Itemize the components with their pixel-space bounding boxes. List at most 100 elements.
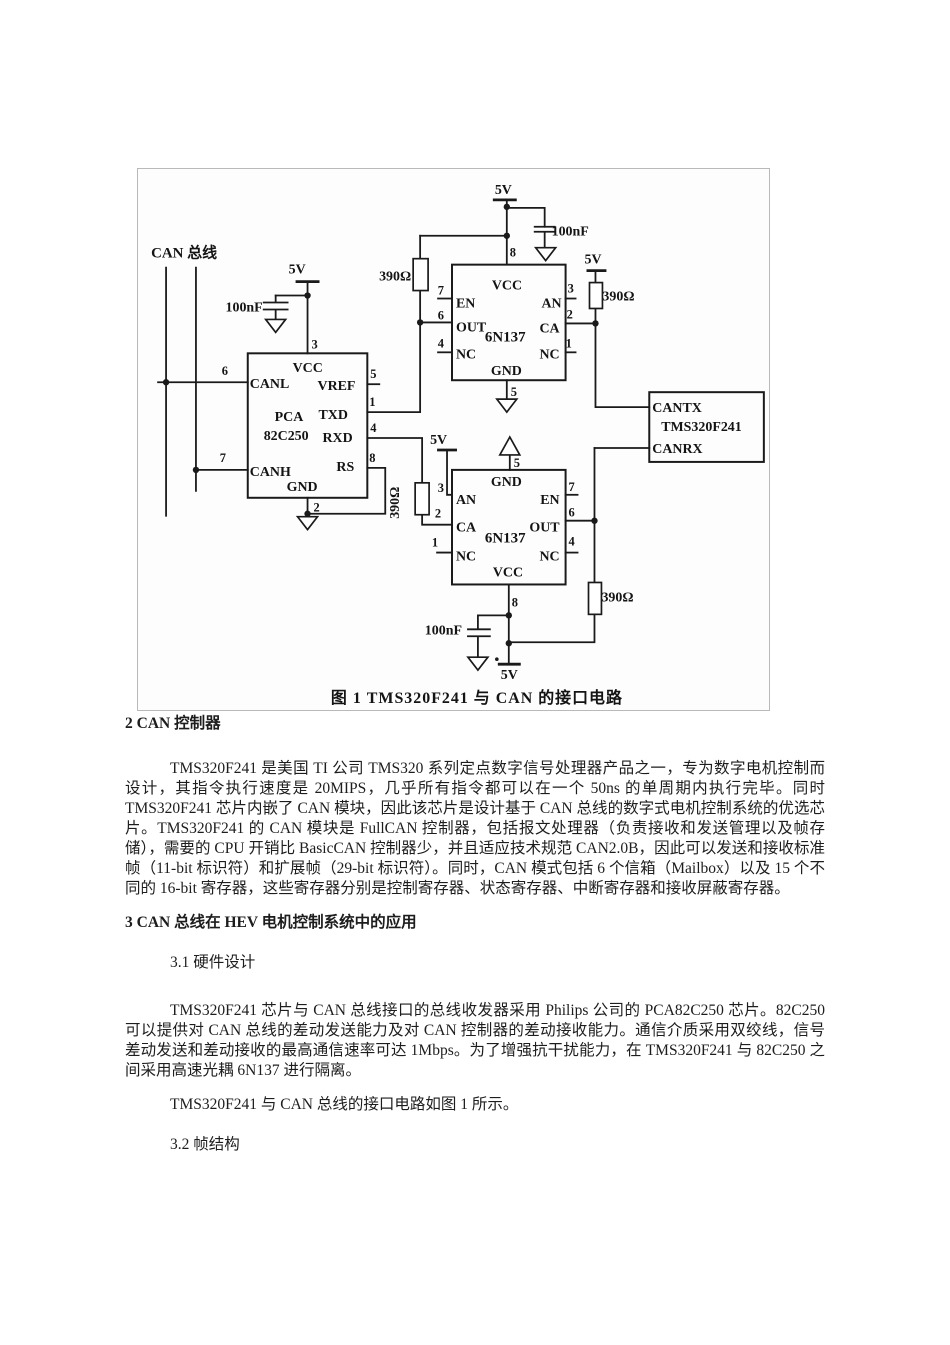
cap-value: 100nF [552, 225, 589, 240]
pin-label: VCC [493, 565, 523, 580]
junction-dots [162, 203, 599, 661]
pin-number: 2 [314, 501, 320, 515]
pin-label: VCC [293, 361, 323, 376]
pin-label: CANTX [652, 401, 702, 416]
pin-label: CANL [250, 377, 290, 392]
res-value: 390Ω [602, 290, 634, 305]
pin-label: TXD [318, 408, 347, 423]
pin-number: 7 [438, 284, 444, 298]
pin-number: 7 [569, 480, 575, 494]
pin-number: 5 [514, 456, 520, 470]
pin-number: 5 [370, 367, 376, 381]
subsection-heading-3-2: 3.2 帧结构 [170, 1136, 240, 1153]
pin-number: 6 [569, 506, 575, 520]
cap-value: 100nF [425, 623, 462, 638]
supply-label: 5V [495, 183, 512, 198]
pin-number: 5 [511, 385, 517, 399]
section-heading-3: 3 CAN 总线在 HEV 电机控制系统中的应用 [125, 914, 417, 931]
figure-caption: 图 1 TMS320F241 与 CAN 的接口电路 [331, 688, 623, 707]
opto-top-labels: VCC EN OUT NC 6N137 AN CA NC GND 8 7 6 4… [438, 246, 574, 399]
pin-number: 4 [370, 421, 376, 435]
pin-label: NC [456, 347, 476, 362]
capacitor-100nF-top [533, 225, 556, 249]
ground-icon [495, 398, 519, 414]
pin-label: NC [539, 550, 559, 565]
pin-label: CA [539, 321, 559, 336]
opto-bottom-labels: GND AN CA NC 6N137 EN OUT NC VCC 5 3 2 1… [432, 456, 575, 609]
pin-number: 3 [438, 481, 444, 495]
figure-1-schematic: CAN 总线 5V 5V 5V 5V 5V 100nF 100nF 100nF … [137, 168, 770, 711]
pin-label: GND [491, 475, 522, 490]
pin-label: OUT [529, 521, 560, 536]
pin-number: 6 [222, 364, 228, 378]
chip-name: TMS320F241 [661, 420, 742, 435]
res-value: 390Ω [601, 590, 633, 605]
pin-label: GND [491, 364, 522, 379]
resistor-390-top-left [412, 257, 429, 292]
resistor-390-bottom-left [414, 481, 430, 516]
chip-name: 6N137 [485, 531, 526, 547]
circuit-schematic: CAN 总线 5V 5V 5V 5V 5V 100nF 100nF 100nF … [151, 183, 765, 707]
pin-label: GND [287, 480, 318, 495]
pin-label: VREF [318, 379, 356, 394]
res-value: 390Ω [388, 487, 403, 519]
capacitor-100nF-left [262, 294, 289, 321]
value-labels: 5V 5V 5V 5V 5V 100nF 100nF 100nF 390Ω 39… [226, 183, 635, 683]
supply-label: 5V [289, 263, 306, 278]
chip-name: PCA [275, 410, 304, 425]
supply-label: 5V [501, 668, 518, 683]
paragraph-hardware-design: TMS320F241 芯片与 CAN 总线接口的总线收发器采用 Philips … [125, 1002, 825, 1079]
pin-number: 4 [438, 336, 444, 350]
pin-number: 6 [438, 308, 444, 322]
pin-label: EN [456, 296, 475, 311]
pca82c250-labels: VCC CANL VREF PCA TXD 82C250 RXD CANH RS… [220, 337, 377, 514]
ground-icon [466, 656, 490, 672]
pin-label: RXD [322, 431, 352, 446]
paragraph-can-controller: TMS320F241 是美国 TI 公司 TMS320 系列定点数字信号处理器产… [125, 760, 825, 897]
paragraph-figure-reference: TMS320F241 与 CAN 总线的接口电路如图 1 所示。 [170, 1096, 519, 1113]
pin-number: 3 [568, 282, 574, 296]
res-value: 390Ω [379, 270, 411, 285]
capacitor-100nF-bottom [467, 614, 491, 659]
chip-6n137-top [451, 263, 567, 382]
pin-number: 3 [312, 337, 318, 351]
supply-label: 5V [585, 253, 602, 268]
pin-number: 2 [435, 507, 441, 521]
pin-label: AN [456, 493, 476, 508]
dsp-labels: CANTX TMS320F241 CANRX [652, 401, 742, 457]
ground-icon [533, 246, 558, 263]
wires [157, 198, 651, 666]
section-heading-2: 2 CAN 控制器 [125, 715, 221, 732]
pin-number: 8 [510, 246, 516, 260]
pin-label: AN [541, 296, 561, 311]
pin-label: NC [539, 347, 559, 362]
pin-label: VCC [492, 279, 522, 294]
pin-number: 4 [569, 535, 575, 549]
pin-label: CANH [250, 465, 291, 480]
pin-number: 2 [567, 307, 573, 321]
ground-symbols [263, 246, 558, 672]
resistor-390-bottom-right [587, 581, 603, 616]
pin-label: OUT [456, 320, 487, 335]
ground-up-icon [498, 435, 522, 456]
pin-label: CA [456, 521, 476, 536]
subsection-heading-3-1: 3.1 硬件设计 [170, 954, 256, 971]
supply-bars [295, 198, 607, 666]
pin-number: 8 [369, 451, 375, 465]
pin-label: CANRX [652, 442, 702, 457]
supply-label: 5V [430, 433, 447, 448]
chip-pca82c250 [246, 352, 369, 499]
pin-number: 1 [432, 536, 438, 550]
chip-name: 6N137 [485, 329, 526, 345]
can-bus-label: CAN 总线 [151, 244, 217, 262]
pin-number: 8 [512, 595, 518, 609]
ground-icon [295, 515, 320, 532]
ground-icon [263, 318, 288, 334]
pin-number: 1 [566, 336, 572, 350]
pin-label: RS [336, 460, 354, 475]
pin-number: 1 [369, 395, 375, 409]
pin-number: 7 [220, 451, 226, 465]
cap-value: 100nF [226, 300, 263, 315]
pin-label: EN [540, 493, 559, 508]
